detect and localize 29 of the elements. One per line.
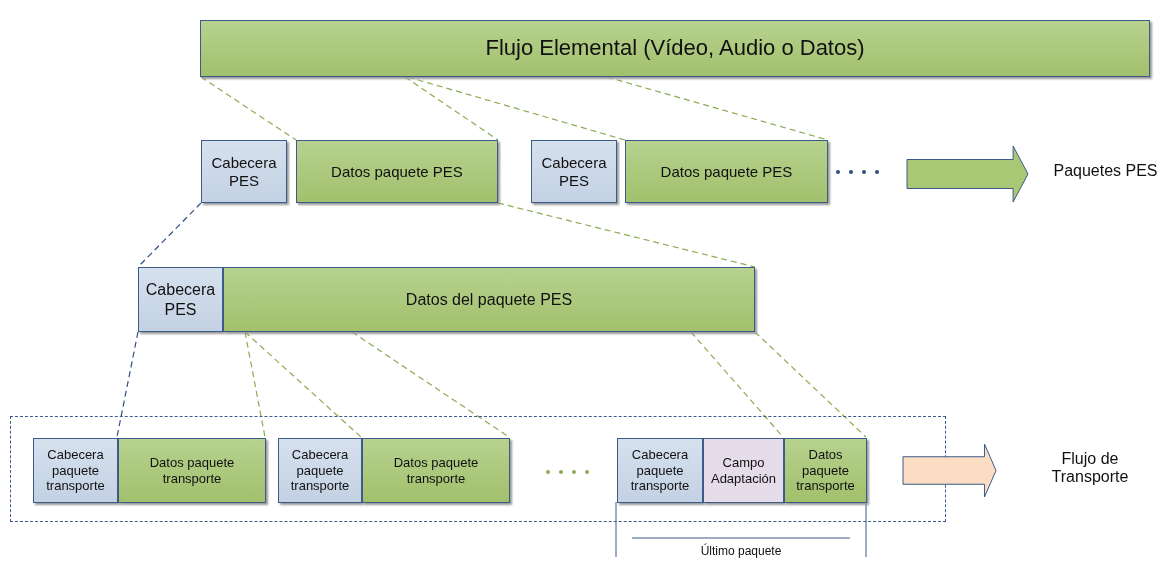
data-box: Datos paquete PES [296,140,498,203]
projection-line [200,76,297,141]
header-box: Cabecera paquete transporte [278,438,362,503]
stream-caption: Paquetes PES [1052,162,1159,180]
projection-line [116,331,139,438]
stream-box: Flujo Elemental (Vídeo, Audio o Datos) [200,20,1150,77]
stream-caption: Flujo de Transporte [1050,450,1130,486]
data-box: Datos paquete PES [625,140,828,203]
projection-line [497,202,756,268]
data-box: Datos paquete transporte [784,438,867,503]
projection-line [404,76,499,141]
stream-frame [10,416,946,522]
data-box: Datos paquete transporte [118,438,266,503]
block-arrow [902,443,998,498]
data-box: Datos paquete transporte [362,438,510,503]
projection-line [244,331,362,438]
header-box: Cabecera paquete transporte [33,438,118,503]
block-arrow [906,145,1030,203]
projection-line [351,331,510,438]
data-box: Datos del paquete PES [223,267,755,332]
header-box: Cabecera PES [531,140,617,203]
header-box: Cabecera PES [201,140,287,203]
projection-line [244,331,266,438]
projection-line [407,76,626,141]
projection-line [754,331,867,438]
header-box: Cabecera PES [138,267,223,332]
header-box: Cabecera paquete transporte [617,438,703,503]
adaptation-box: Campo Adaptación [703,438,784,503]
bracket-label: Último paquete [699,544,783,558]
